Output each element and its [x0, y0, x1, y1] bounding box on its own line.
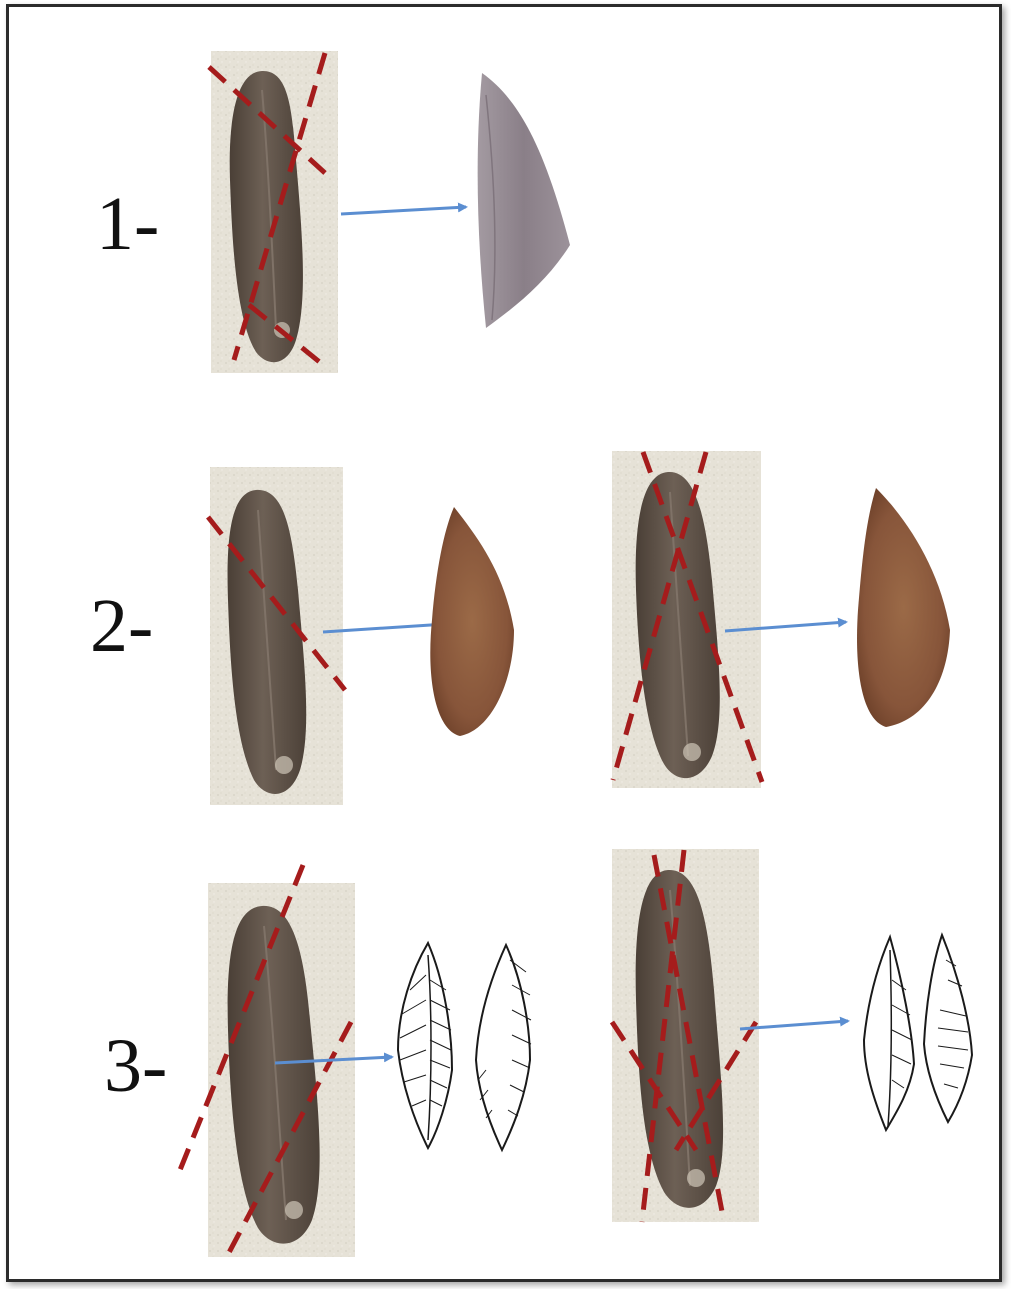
row-3-right-group: [612, 849, 972, 1222]
row-2-right-group: [612, 451, 950, 788]
arrow: [341, 207, 466, 214]
brown-flake: [857, 488, 950, 727]
row-3-left-group: [178, 865, 531, 1262]
drawn-microlith: [476, 945, 531, 1150]
row-2-left-group: [208, 467, 514, 805]
drawn-microlith: [924, 935, 972, 1122]
row-1-group: [209, 51, 570, 373]
grey-flake: [478, 73, 570, 328]
drawn-microlith: [398, 943, 452, 1148]
brown-flake: [430, 507, 514, 736]
drawn-microlith: [864, 937, 914, 1130]
